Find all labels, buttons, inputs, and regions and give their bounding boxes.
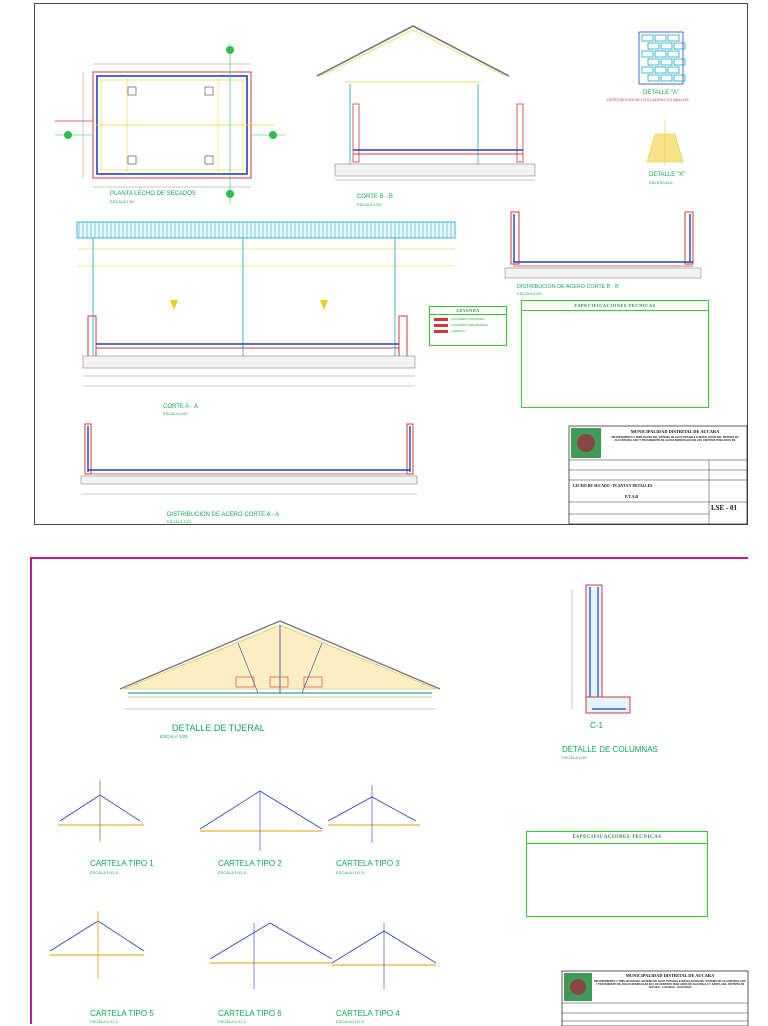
cartelas	[49, 779, 437, 989]
detalle-x-scale: SIN ESCALA	[649, 180, 673, 185]
brick	[667, 34, 680, 42]
tb1-subtitle: P.T.A.R	[625, 494, 639, 499]
legend-title: LEYENDA	[430, 307, 506, 315]
legend-item: LADRILLO	[434, 329, 502, 333]
legend-label: CONCRETO REFORZADO	[451, 323, 488, 327]
brick	[660, 42, 673, 50]
titleblock-frame-2	[561, 970, 749, 1026]
brick	[667, 66, 680, 74]
brick	[673, 58, 686, 66]
corte-bb-scale: ESCALA 1/25	[357, 202, 382, 207]
cartela-6-scale: ESCALA 1/12.5	[218, 1019, 246, 1024]
legend-item: CONCRETO CICLOPEO	[434, 317, 502, 321]
brick	[647, 42, 660, 50]
specs-box-2: ESPECIFICACIONES TECNICAS	[526, 831, 708, 917]
cartela-2-shape	[199, 790, 323, 851]
corte-bb-view	[316, 25, 536, 181]
specs-title-2: ESPECIFICACIONES TECNICAS	[527, 832, 707, 844]
legend-swatch	[434, 323, 448, 327]
cartela-1-shape	[58, 779, 144, 843]
columnas-scale: ESCALA 1/25	[562, 755, 587, 760]
corte-aa-title: CORTE A - A	[163, 404, 198, 410]
tb1-sheet-name: LECHO DE SECADO - PLANTA Y DETALLES	[573, 484, 653, 488]
drawing-sheet-1: PLANTA LECHO DE SECADOS ESCALA 1/50 CORT…	[34, 3, 748, 525]
tb2-org: MUNICIPALIDAD DISTRITAL DE AUCARA	[625, 973, 715, 978]
brick	[654, 34, 667, 42]
legend-swatch	[434, 329, 448, 333]
corte-aa-view	[76, 221, 456, 387]
sheet1-drawing	[55, 25, 748, 525]
titleblock-frame-1	[568, 425, 748, 525]
cartela-4-scale: ESCALA 1/12.5	[336, 1019, 364, 1024]
columnas-title: DETALLE DE COLUMNAS	[562, 745, 658, 754]
dist-bb-scale: ESCALA 1/25	[517, 291, 542, 296]
tijeral-title: DETALLE DE TIJERAL	[172, 723, 265, 733]
detalle-x-view	[646, 119, 684, 166]
dist-bb-view	[504, 211, 702, 279]
specs-title-1: ESPECIFICACIONES TECNICAS	[522, 301, 708, 311]
legend-box: LEYENDA CONCRETO CICLOPEO CONCRETO REFOR…	[429, 306, 507, 346]
tb2-project: MEJORAMIENTO Y AMPLIACION DEL SISTEMA DE…	[594, 980, 746, 989]
detalle-a-subtitle: DISPOSICION DE LOS LADRILLOS BALLOS	[607, 97, 689, 102]
legend-swatch	[434, 317, 448, 321]
brick	[654, 66, 667, 74]
cartela-1-scale: ESCALA 1/12.5	[90, 870, 118, 875]
detalle-a-title: DETALLE "A"	[643, 90, 680, 96]
cartela-3-title: CARTELA TIPO 3	[336, 859, 400, 868]
detalle-a-view	[638, 31, 686, 85]
plan-scale: ESCALA 1/50	[110, 199, 135, 204]
dist-bb-title: DISTRIBUCION DE ACERO CORTE B - B	[517, 284, 619, 290]
cartela-5-shape	[49, 911, 145, 979]
column-view	[571, 584, 631, 714]
legend-label: LADRILLO	[451, 329, 466, 333]
legend-item: CONCRETO REFORZADO	[434, 323, 502, 327]
brick	[641, 34, 654, 42]
dist-aa-view	[80, 423, 418, 495]
brick	[673, 42, 686, 50]
brick	[641, 50, 654, 58]
cartela-5-title: CARTELA TIPO 5	[90, 1009, 154, 1018]
cartela-6-title: CARTELA TIPO 6	[218, 1009, 282, 1018]
cartela-2-title: CARTELA TIPO 2	[218, 859, 282, 868]
cartela-6-shape	[209, 922, 333, 989]
brick	[641, 66, 654, 74]
brick	[667, 50, 680, 58]
legend-label: CONCRETO CICLOPEO	[451, 317, 485, 321]
cartela-4-title: CARTELA TIPO 4	[336, 1009, 400, 1018]
cartela-5-scale: ESCALA 1/12.5	[90, 1019, 118, 1024]
tb1-project: MEJORAMIENTO Y AMPLIACION DEL SISTEMA DE…	[611, 436, 739, 442]
dist-aa-title: DISTRIBUCION DE ACERO CORTE A - A	[167, 512, 280, 518]
brick	[647, 74, 660, 82]
corte-bb-title: CORTE B - B	[357, 194, 393, 200]
plan-view	[55, 44, 285, 204]
cartela-2-scale: ESCALA 1/12.5	[218, 870, 246, 875]
tijeral-scale: ESCALA 1/25	[160, 734, 188, 739]
brick	[660, 58, 673, 66]
cartela-3-shape	[327, 785, 420, 843]
drawing-sheet-2: DETALLE DE TIJERAL ESCALA 1/25 C-1 DETAL…	[30, 557, 749, 1026]
corte-aa-scale: ESCALA 1/25	[163, 411, 188, 416]
dist-aa-scale: ESCALA 1/25	[167, 519, 192, 524]
cartela-1-title: CARTELA TIPO 1	[90, 859, 154, 868]
plan-title: PLANTA LECHO DE SECADOS	[110, 191, 196, 197]
specs-box-1: ESPECIFICACIONES TECNICAS	[521, 300, 709, 408]
tijeral-view	[119, 620, 441, 710]
brick	[673, 74, 686, 82]
detalle-x-title: DETALLE "X"	[649, 172, 686, 178]
brick	[654, 50, 667, 58]
c1-title: C-1	[590, 721, 603, 730]
cartela-4-shape	[331, 923, 437, 989]
sheet2-drawing	[49, 584, 749, 1026]
tb1-org: MUNICIPALIDAD DISTRITAL DE AUCARA	[630, 429, 720, 434]
brick	[660, 74, 673, 82]
tb1-code: LSE - 01	[711, 504, 738, 512]
cartela-3-scale: ESCALA 1/12.5	[336, 870, 364, 875]
brick	[647, 58, 660, 66]
